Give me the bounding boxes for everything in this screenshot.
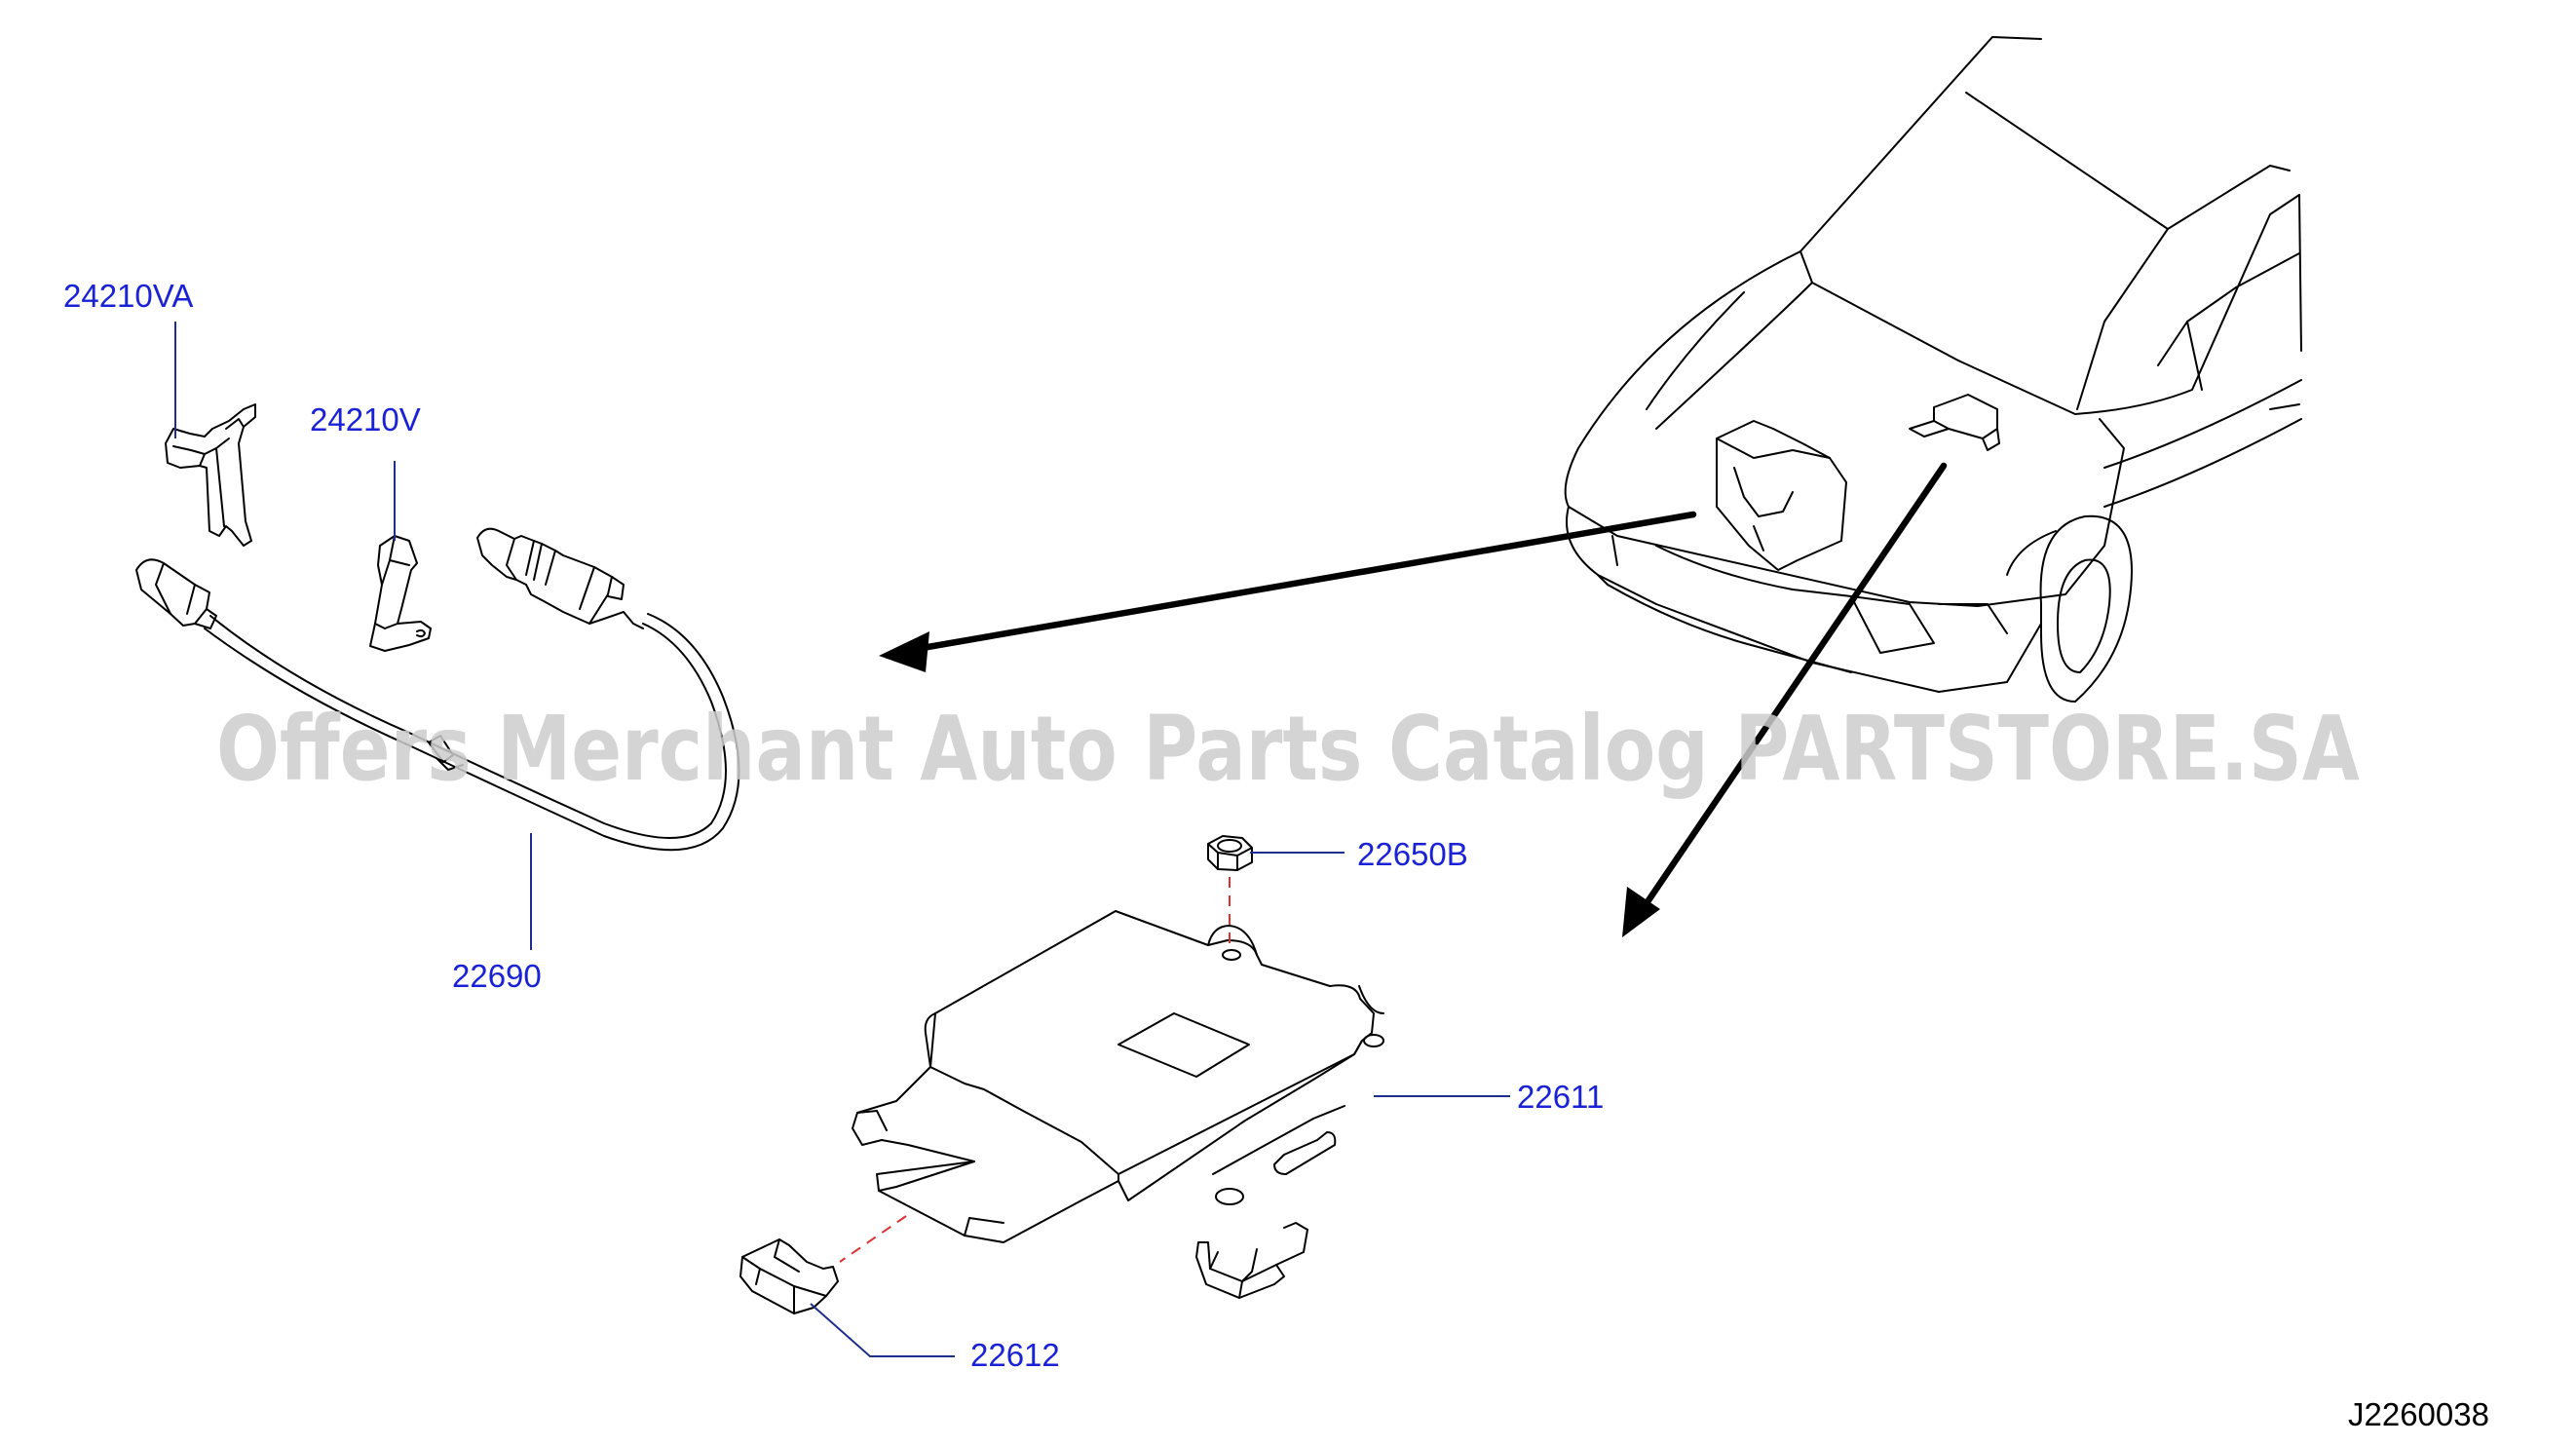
clip-22612: [739, 1238, 839, 1314]
part-label-22690[interactable]: 22690: [452, 958, 542, 994]
part-label-22611[interactable]: 22611: [1517, 1079, 1604, 1115]
part-label-24210V[interactable]: 24210V: [310, 401, 421, 438]
nut-22650B: [1207, 835, 1253, 871]
part-label-22612[interactable]: 22612: [970, 1337, 1060, 1373]
part-label-24210VA[interactable]: 24210VA: [63, 278, 193, 314]
bracket-24210VA: [165, 403, 256, 547]
car-illustration: [1564, 36, 2302, 703]
leader-lines: [174, 322, 1510, 1357]
sensor-22690: [135, 527, 740, 852]
diagram-code: J2260038: [2348, 1396, 2489, 1432]
watermark: Offers Merchant Auto Parts Catalog PARTS…: [216, 697, 2360, 801]
bracket-24210V: [369, 535, 432, 652]
control-unit-22611: [852, 910, 1384, 1299]
location-arrows: [879, 462, 1948, 937]
part-label-22650B[interactable]: 22650B: [1357, 836, 1468, 872]
